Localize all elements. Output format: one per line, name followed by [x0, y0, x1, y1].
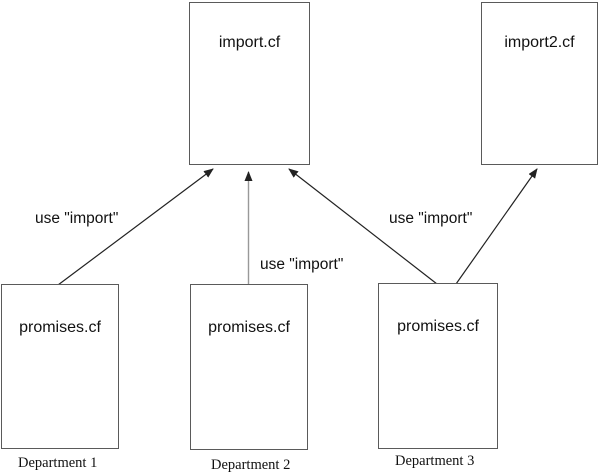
node-promises-dept2: promises.cf: [190, 284, 308, 450]
caption-department-3: Department 3: [395, 453, 475, 469]
edge-label-dept3-use-import: use "import": [389, 210, 473, 227]
node-import2-cf: import2.cf: [481, 2, 598, 165]
edge-label-dept2-use-import: use "import": [260, 256, 344, 273]
node-import2-cf-label: import2.cf: [504, 34, 575, 51]
edge-label-dept1-use-import: use "import": [35, 210, 119, 227]
node-promises-dept3: promises.cf: [378, 283, 498, 449]
edge-dept3-to-import-arrow: [288, 168, 438, 285]
node-promises-dept1: promises.cf: [1, 284, 119, 449]
node-promises-dept2-label: promises.cf: [208, 319, 290, 336]
node-promises-dept3-label: promises.cf: [397, 318, 479, 335]
node-import-cf: import.cf: [189, 2, 310, 165]
node-promises-dept1-label: promises.cf: [19, 319, 101, 336]
edge-dept3-to-import2-arrow: [455, 168, 538, 285]
edge-dept1-to-import-arrow: [57, 168, 214, 286]
node-import-cf-label: import.cf: [218, 34, 281, 51]
caption-department-1: Department 1: [18, 455, 98, 471]
caption-department-2: Department 2: [211, 457, 291, 473]
